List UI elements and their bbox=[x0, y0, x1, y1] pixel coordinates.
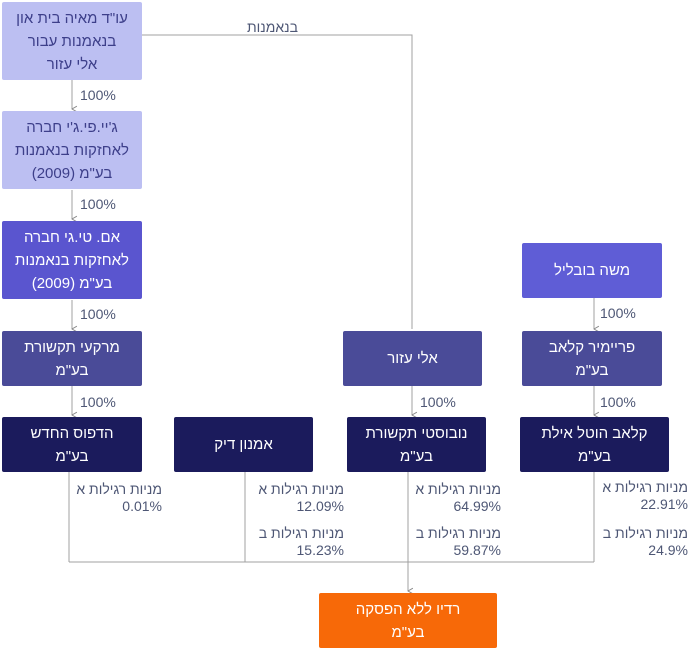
pct-trustee-jpg: 100% bbox=[80, 87, 116, 103]
box-merkaei: מרקעי תקשורת בע"מ bbox=[2, 331, 142, 386]
box-premier: פריימיר קלאב בע"מ bbox=[522, 331, 662, 386]
pct-premier-klab: 100% bbox=[600, 394, 636, 410]
pct-eli-nobosti: 100% bbox=[420, 394, 456, 410]
pct-moshe-premier: 100% bbox=[600, 305, 636, 321]
trust-label: בנאמנות bbox=[247, 19, 298, 35]
pct-jpg-mtg: 100% bbox=[80, 196, 116, 212]
box-jpg: ג'יי.פי.ג'י חברה לאחזקות בנאמנות בע"מ (2… bbox=[2, 111, 142, 189]
trust-line bbox=[142, 34, 413, 329]
pct-mtg-merkaei: 100% bbox=[80, 306, 116, 322]
pct-merkaei-hadfus: 100% bbox=[80, 394, 116, 410]
box-trustee: עו"ד מאיה בית און בנאמנות עבור אלי עזור bbox=[2, 2, 142, 80]
box-eli: אלי עזור bbox=[343, 331, 482, 386]
box-klab: קלאב הוטל אילת בע"מ bbox=[520, 417, 669, 472]
box-radio: רדיו ללא הפסקה בע"מ bbox=[319, 593, 497, 648]
box-hadfus: הדפוס החדש בע"מ bbox=[2, 417, 142, 472]
box-mtg: אם. טי.גי חברה לאחזקות בנאמנות בע"מ (200… bbox=[2, 221, 142, 299]
box-nobosti: נובוסטי תקשורת בע"מ bbox=[347, 417, 486, 472]
box-amnon: אמנון דיק bbox=[174, 417, 313, 472]
box-moshe: משה בובליל bbox=[522, 243, 662, 298]
